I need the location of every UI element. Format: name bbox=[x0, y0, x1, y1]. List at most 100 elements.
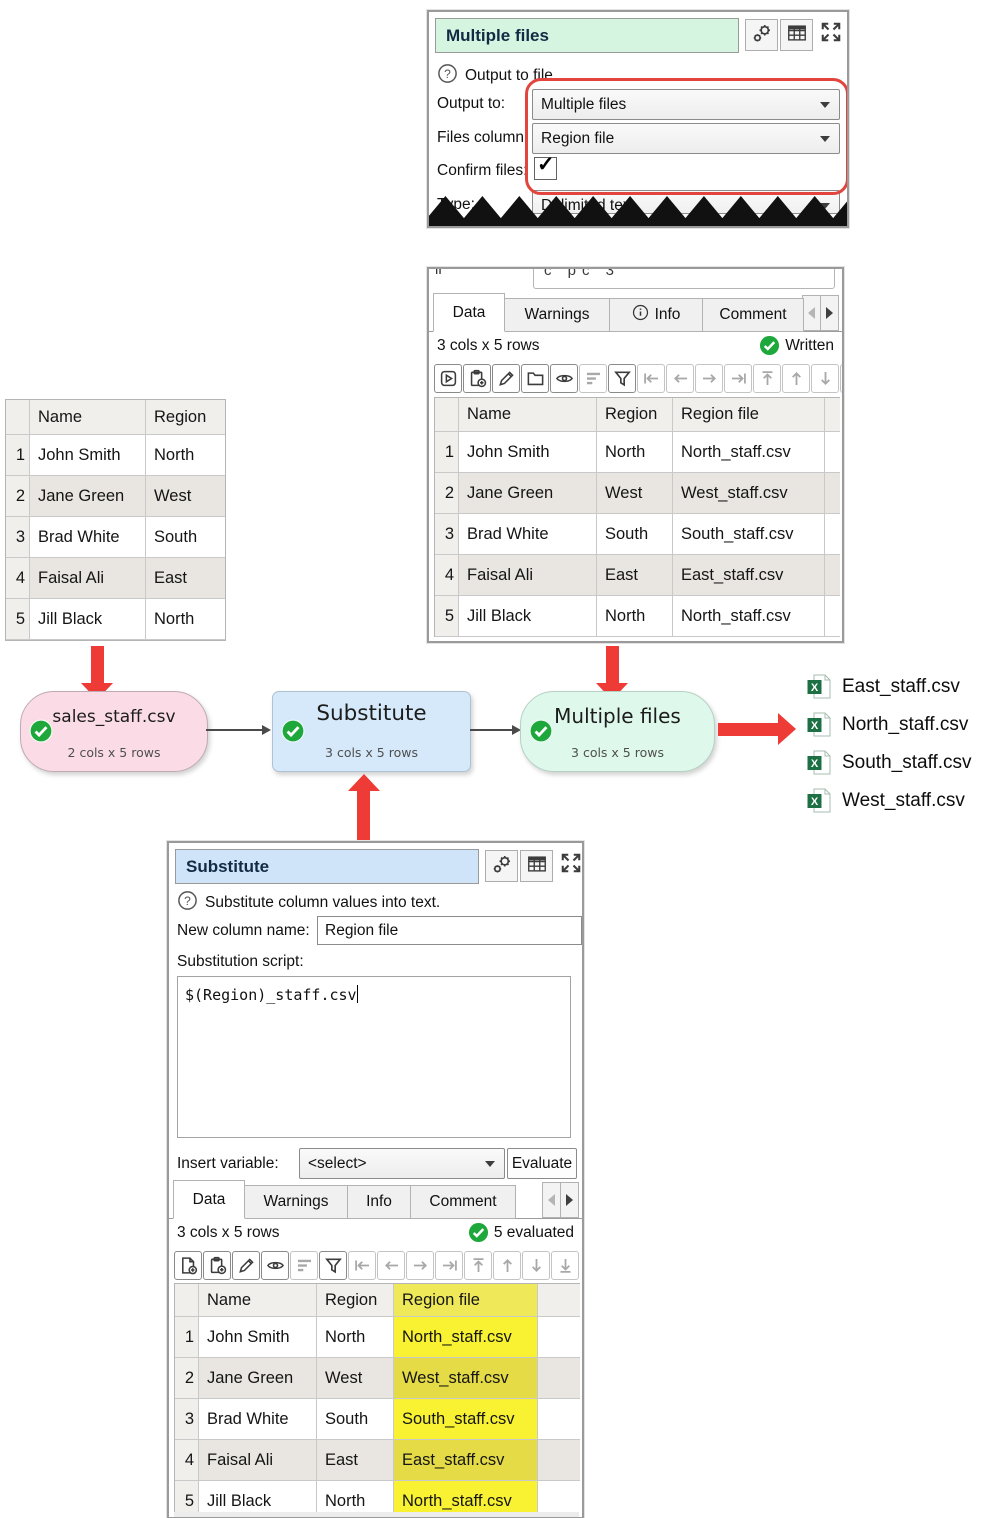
column-header-region[interactable]: Region bbox=[597, 398, 673, 432]
cell-region[interactable]: South bbox=[317, 1399, 394, 1440]
row-number[interactable]: 4 bbox=[175, 1440, 199, 1481]
sort-button[interactable] bbox=[290, 1251, 318, 1280]
cell-region[interactable]: North bbox=[597, 596, 673, 637]
column-header-region[interactable]: Region bbox=[146, 400, 225, 435]
cell-region-file[interactable]: West_staff.csv bbox=[673, 473, 825, 514]
cell-name[interactable]: Jill Black bbox=[199, 1481, 317, 1517]
next-column-button[interactable] bbox=[695, 364, 723, 393]
tab-data[interactable]: Data bbox=[173, 1180, 245, 1219]
cell-region-file[interactable]: North_staff.csv bbox=[673, 596, 825, 637]
cell-region[interactable]: East bbox=[317, 1440, 394, 1481]
cell-region-file[interactable]: East_staff.csv bbox=[673, 555, 825, 596]
cell-region[interactable]: East bbox=[146, 558, 225, 599]
cell-region[interactable]: North bbox=[146, 599, 225, 640]
prev-row-button[interactable] bbox=[782, 364, 810, 393]
prev-row-button[interactable] bbox=[493, 1251, 521, 1280]
cell-region[interactable]: West bbox=[146, 476, 225, 517]
cell-region[interactable]: East bbox=[597, 555, 673, 596]
row-number[interactable]: 1 bbox=[6, 435, 30, 476]
row-number[interactable]: 5 bbox=[6, 599, 30, 640]
cell-name[interactable]: Jill Black bbox=[459, 596, 597, 637]
column-header-region[interactable]: Region bbox=[317, 1284, 394, 1317]
horizontal-scrollbar[interactable] bbox=[174, 1512, 579, 1517]
output-to-select[interactable]: Multiple files bbox=[532, 89, 840, 120]
cell-region-file[interactable]: North_staff.csv bbox=[394, 1317, 538, 1358]
cell-region-file[interactable]: South_staff.csv bbox=[673, 514, 825, 555]
cell-name[interactable]: Jane Green bbox=[199, 1358, 317, 1399]
files-column-select[interactable]: Region file bbox=[532, 123, 840, 154]
tab-scroll-right-button[interactable] bbox=[560, 1182, 579, 1218]
confirm-files-checkbox[interactable]: ✓ bbox=[534, 153, 557, 180]
cell-name[interactable]: John Smith bbox=[30, 435, 146, 476]
cell-region[interactable]: North bbox=[317, 1481, 394, 1517]
table-view-button[interactable] bbox=[780, 19, 813, 51]
row-number[interactable]: 1 bbox=[435, 432, 459, 473]
tab-comment[interactable]: Comment bbox=[410, 1185, 516, 1219]
cell-region-file[interactable]: West_staff.csv bbox=[394, 1358, 538, 1399]
insert-variable-select[interactable]: <select> bbox=[299, 1148, 505, 1179]
row-number[interactable]: 2 bbox=[175, 1358, 199, 1399]
prev-column-button[interactable] bbox=[666, 364, 694, 393]
cell-region[interactable]: North bbox=[317, 1317, 394, 1358]
tab-comment[interactable]: Comment bbox=[702, 298, 804, 332]
first-column-button[interactable] bbox=[637, 364, 665, 393]
cell-region-file[interactable]: East_staff.csv bbox=[394, 1440, 538, 1481]
next-row-button[interactable] bbox=[522, 1251, 550, 1280]
cell-region[interactable]: South bbox=[146, 517, 225, 558]
view-button[interactable] bbox=[550, 364, 578, 393]
cell-name[interactable]: Faisal Ali bbox=[199, 1440, 317, 1481]
cell-region[interactable]: North bbox=[597, 432, 673, 473]
view-button[interactable] bbox=[261, 1251, 289, 1280]
tab-info[interactable]: Info bbox=[347, 1185, 411, 1219]
last-row-button[interactable] bbox=[840, 364, 842, 393]
cell-name[interactable]: Brad White bbox=[30, 517, 146, 558]
edit-button[interactable] bbox=[492, 364, 520, 393]
filter-button[interactable] bbox=[608, 364, 636, 393]
tab-scroll-right-button[interactable] bbox=[820, 295, 839, 331]
edit-button[interactable] bbox=[232, 1251, 260, 1280]
cell-name[interactable]: Faisal Ali bbox=[30, 558, 146, 599]
cell-region-file[interactable]: North_staff.csv bbox=[673, 432, 825, 473]
cell-name[interactable]: Jill Black bbox=[30, 599, 146, 640]
tab-warnings[interactable]: Warnings bbox=[244, 1185, 348, 1219]
first-column-button[interactable] bbox=[348, 1251, 376, 1280]
cell-name[interactable]: John Smith bbox=[459, 432, 597, 473]
table-view-button[interactable] bbox=[520, 850, 553, 882]
play-button[interactable] bbox=[434, 364, 462, 393]
prev-column-button[interactable] bbox=[377, 1251, 405, 1280]
new-column-name-input[interactable]: Region file bbox=[317, 916, 582, 945]
help-icon[interactable]: ? bbox=[177, 890, 198, 916]
tab-warnings[interactable]: Warnings bbox=[504, 298, 610, 332]
cell-name[interactable]: John Smith bbox=[199, 1317, 317, 1358]
row-number[interactable]: 3 bbox=[175, 1399, 199, 1440]
cell-name[interactable]: Brad White bbox=[459, 514, 597, 555]
sort-button[interactable] bbox=[579, 364, 607, 393]
expand-button[interactable] bbox=[815, 19, 846, 49]
column-header-name[interactable]: Name bbox=[199, 1284, 317, 1317]
cell-name[interactable]: Jane Green bbox=[30, 476, 146, 517]
row-number[interactable]: 4 bbox=[6, 558, 30, 599]
paste-button[interactable] bbox=[463, 364, 491, 393]
next-column-button[interactable] bbox=[406, 1251, 434, 1280]
column-header-name[interactable]: Name bbox=[30, 400, 146, 435]
tab-scroll-left-button[interactable] bbox=[542, 1182, 561, 1218]
cell-region[interactable]: South bbox=[597, 514, 673, 555]
cell-region[interactable]: West bbox=[597, 473, 673, 514]
help-icon[interactable]: ? bbox=[437, 63, 458, 89]
evaluate-button[interactable]: Evaluate bbox=[507, 1148, 577, 1179]
expand-button[interactable] bbox=[555, 850, 582, 880]
folder-button[interactable] bbox=[521, 364, 549, 393]
cell-region-file[interactable]: South_staff.csv bbox=[394, 1399, 538, 1440]
row-number[interactable]: 2 bbox=[6, 476, 30, 517]
tab-data[interactable]: Data bbox=[433, 293, 505, 332]
cell-name[interactable]: Faisal Ali bbox=[459, 555, 597, 596]
new-doc-button[interactable] bbox=[174, 1251, 202, 1280]
cell-name[interactable]: Jane Green bbox=[459, 473, 597, 514]
row-number[interactable]: 1 bbox=[175, 1317, 199, 1358]
settings-button[interactable] bbox=[485, 850, 518, 882]
last-column-button[interactable] bbox=[435, 1251, 463, 1280]
row-number[interactable]: 5 bbox=[175, 1481, 199, 1517]
last-column-button[interactable] bbox=[724, 364, 752, 393]
column-header-region-file[interactable]: Region file bbox=[673, 398, 825, 432]
cell-region[interactable]: West bbox=[317, 1358, 394, 1399]
